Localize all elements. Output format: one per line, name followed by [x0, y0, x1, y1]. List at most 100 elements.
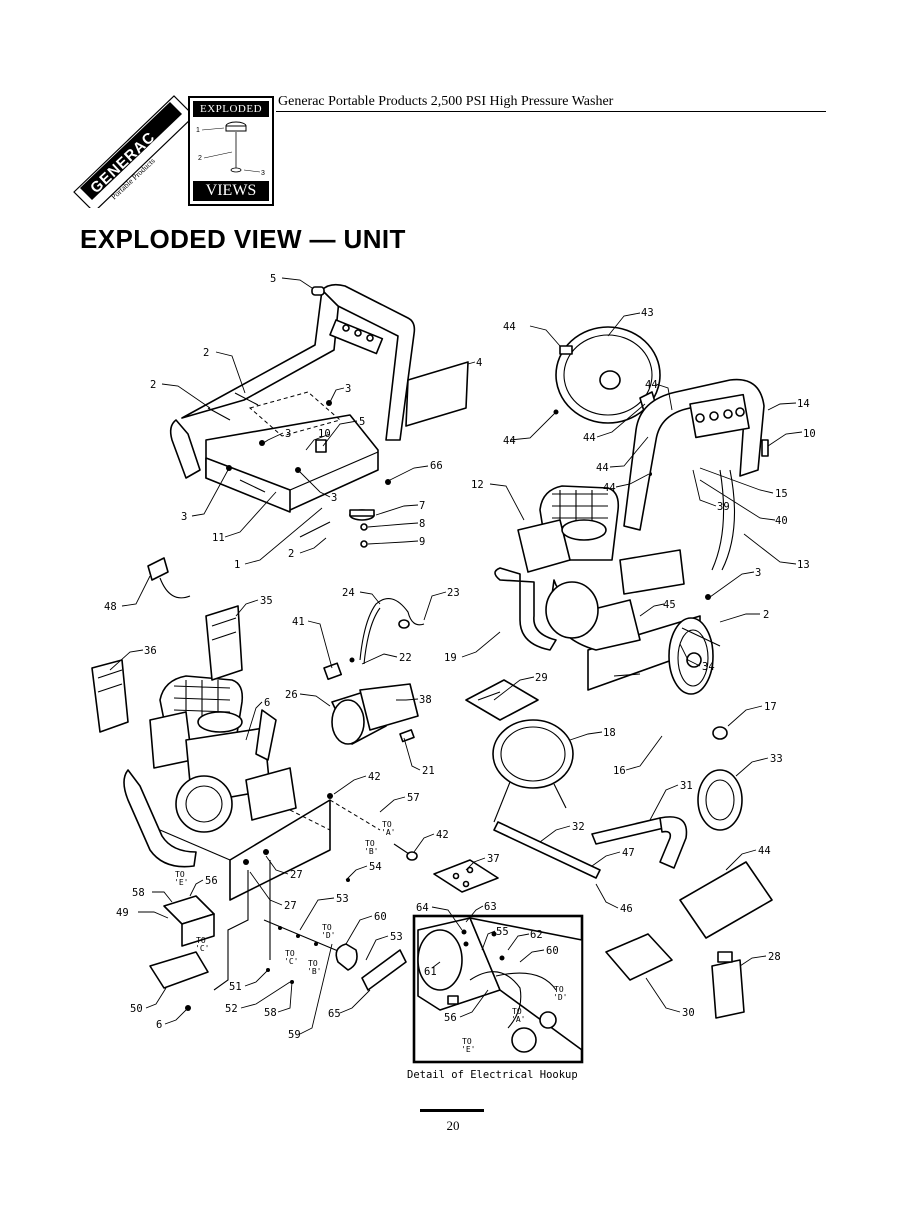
leader-lines [109, 277, 803, 1035]
callout-44: 44 [596, 462, 609, 474]
callout-66: 66 [430, 460, 443, 472]
connector-to-d: TO [322, 923, 332, 932]
connector-to-a: TO [512, 1007, 522, 1016]
callout-60: 60 [374, 911, 387, 923]
connector-a-label: 'A' [381, 828, 395, 837]
callout-59: 59 [288, 1029, 301, 1041]
callout-56: 56 [205, 875, 218, 887]
callout-26: 26 [285, 689, 298, 701]
callout-65: 65 [328, 1008, 341, 1020]
callout-12: 12 [471, 479, 484, 491]
callout-44: 44 [603, 482, 616, 494]
thumb-label-1: 1 [196, 127, 200, 134]
callout-8: 8 [419, 518, 425, 530]
callout-53: 53 [336, 893, 349, 905]
frame-assembly [169, 283, 469, 548]
connector-to-c: TO [196, 936, 206, 945]
callout-37: 37 [487, 853, 500, 865]
callout-3: 3 [755, 567, 761, 579]
callout-63: 63 [484, 901, 497, 913]
hose-reel-assembly [553, 326, 661, 476]
connector-to-c: TO [285, 949, 295, 958]
callout-58: 58 [132, 887, 145, 899]
thumb-top-label: EXPLODED [193, 101, 269, 117]
callout-28: 28 [768, 951, 781, 963]
callout-2: 2 [288, 548, 294, 560]
callout-3: 3 [181, 511, 187, 523]
callout-3: 3 [331, 492, 337, 504]
generac-logo: GENERAC Portable Products [66, 88, 196, 213]
callout-13: 13 [797, 559, 810, 571]
callout-48: 48 [104, 601, 117, 613]
callout-10: 10 [803, 428, 816, 440]
callout-24: 24 [342, 587, 355, 599]
page-title: EXPLODED VIEW — UNIT [80, 224, 406, 254]
callout-45: 45 [663, 599, 676, 611]
connector-d-label: 'D' [321, 931, 335, 940]
connector-to-d: TO [554, 985, 564, 994]
exploded-views-thumbnail: EXPLODED 1 2 3 VIEWS [188, 96, 274, 206]
connector-b-label: 'B' [307, 967, 321, 976]
callout-41: 41 [292, 616, 305, 628]
callout-27: 27 [284, 900, 297, 912]
callout-61: 61 [424, 966, 437, 978]
callout-19: 19 [444, 652, 457, 664]
thumb-label-3: 3 [261, 170, 265, 177]
detail-caption: Detail of Electrical Hookup [407, 1069, 578, 1081]
callout-44: 44 [503, 435, 516, 447]
callout-56: 56 [444, 1012, 457, 1024]
callout-15: 15 [775, 488, 788, 500]
callout-6: 6 [264, 697, 270, 709]
callout-10: 10 [318, 428, 331, 440]
callout-52: 52 [225, 1003, 238, 1015]
thumb-illustration: 1 2 3 [196, 121, 265, 177]
callout-44: 44 [645, 379, 658, 391]
connector-e-label: 'E' [174, 878, 188, 887]
callout-62: 62 [530, 929, 543, 941]
callout-17: 17 [764, 701, 777, 713]
callout-44: 44 [758, 845, 771, 857]
callout-47: 47 [622, 847, 635, 859]
callout-54: 54 [369, 861, 382, 873]
callout-58: 58 [264, 1007, 277, 1019]
connector-to-e: TO [462, 1037, 472, 1046]
callout-3: 3 [285, 428, 291, 440]
callout-21: 21 [422, 765, 435, 777]
callout-49: 49 [116, 907, 129, 919]
callout-2: 2 [150, 379, 156, 391]
callout-2: 2 [203, 347, 209, 359]
callout-35: 35 [260, 595, 273, 607]
callout-5: 5 [270, 273, 276, 285]
callout-2: 2 [763, 609, 769, 621]
callout-1: 1 [234, 559, 240, 571]
connector-to-b: TO [308, 959, 318, 968]
callout-3: 3 [345, 383, 351, 395]
page-number: 20 [446, 1118, 460, 1133]
connector-d-label: 'D' [553, 993, 567, 1002]
callout-55: 55 [496, 926, 509, 938]
electrical-bracket [149, 860, 407, 1011]
engine-base-assembly [123, 675, 381, 901]
connector-a-label: 'A' [511, 1015, 525, 1024]
connector-c-label: 'C' [284, 957, 298, 966]
callout-53: 53 [390, 931, 403, 943]
callout-22: 22 [399, 652, 412, 664]
header-rule [276, 111, 826, 112]
connector-c-label: 'C' [195, 944, 209, 953]
callout-23: 23 [447, 587, 460, 599]
callout-33: 33 [770, 753, 783, 765]
callout-43: 43 [641, 307, 654, 319]
callout-44: 44 [583, 432, 596, 444]
callout-18: 18 [603, 727, 616, 739]
callout-64: 64 [416, 902, 429, 914]
callout-50: 50 [130, 1003, 143, 1015]
callout-9: 9 [419, 536, 425, 548]
callout-30: 30 [682, 1007, 695, 1019]
connector-to-a: TO [382, 820, 392, 829]
callout-numbers: 5 43 44 2 4 2 3 44 14 5 3 10 44 10 44 66… [104, 273, 816, 1041]
header-title: Generac Portable Products 2,500 PSI High… [278, 94, 614, 109]
callout-29: 29 [535, 672, 548, 684]
callout-38: 38 [419, 694, 432, 706]
footer-rule [420, 1109, 484, 1112]
